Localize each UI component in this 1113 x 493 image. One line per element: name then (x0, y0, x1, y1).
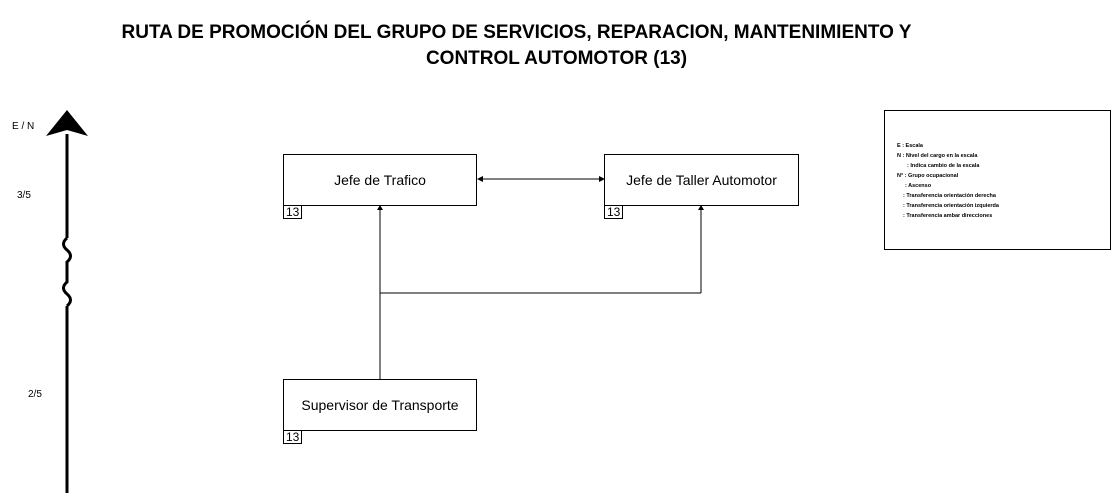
legend-item-nivel: N : Nivel del cargo en la escala (897, 153, 978, 159)
arrow-to-jefe-taller (698, 205, 704, 210)
axis-label: E / N (12, 121, 35, 132)
arrow-right-head (599, 176, 605, 182)
node-jefe-taller-code: 13 (604, 205, 624, 219)
scale-arrow-head (46, 110, 88, 136)
node-jefe-taller: Jefe de Taller Automotor (604, 154, 799, 206)
node-jefe-trafico: Jefe de Trafico (283, 154, 477, 206)
node-jefe-trafico-code: 13 (283, 205, 303, 219)
level-3-5-label: 3/5 (17, 190, 31, 201)
legend-item-cambio-escala: : Indica cambio de la escala (907, 163, 980, 169)
node-supervisor: Supervisor de Transporte (283, 379, 477, 431)
title-line-2: CONTROL AUTOMOTOR (13) (425, 48, 688, 69)
legend-item-transf-ambas: : Transferencia ambar direcciones (903, 213, 993, 219)
title-line-1: RUTA DE PROMOCIÓN DEL GRUPO DE SERVICIOS… (121, 22, 912, 43)
legend-item-ascenso: : Ascenso (905, 183, 932, 189)
legend-item-transf-izquierda: : Transferencia orientación izquierda (903, 203, 999, 209)
legend-box: E : Escala N : Nivel del cargo en la esc… (884, 110, 1111, 250)
legend-item-grupo: N° : Grupo ocupacional (897, 173, 959, 179)
legend-item-escala: E : Escala (897, 143, 923, 149)
node-supervisor-code: 13 (283, 430, 303, 444)
node-jefe-trafico-label: Jefe de Trafico (334, 172, 426, 188)
arrow-to-jefe-trafico (377, 205, 383, 210)
level-2-5-label: 2/5 (28, 389, 42, 400)
legend-item-transf-derecha: : Transferencia orientación derecha (903, 193, 996, 199)
scale-break-mark (62, 236, 72, 308)
page-title: RUTA DE PROMOCIÓN DEL GRUPO DE SERVICIOS… (0, 20, 1113, 72)
arrow-left-head (477, 176, 483, 182)
node-jefe-taller-label: Jefe de Taller Automotor (626, 172, 777, 188)
node-supervisor-label: Supervisor de Transporte (301, 397, 459, 413)
